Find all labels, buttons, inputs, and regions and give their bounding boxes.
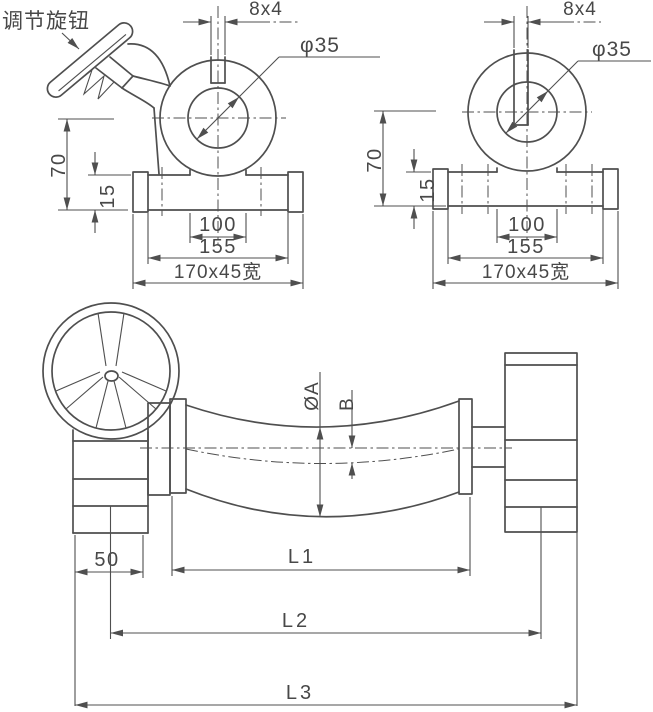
dim-base-right: 170x45宽 bbox=[482, 261, 570, 283]
front-view-bearing bbox=[432, 6, 619, 242]
dim-bore-right: φ35 bbox=[592, 38, 632, 61]
dim-bore-left: φ35 bbox=[300, 34, 340, 57]
dim-l3: L3 bbox=[286, 682, 314, 704]
dim-100-right: 100 bbox=[508, 214, 546, 236]
adjust-knob-callout: 调节旋钮 bbox=[2, 10, 90, 50]
dim-keyway-right: 8x4 bbox=[563, 0, 597, 20]
dim-l2: L2 bbox=[282, 610, 310, 632]
side-view-with-handwheel bbox=[46, 6, 304, 244]
dim-center-height-left: 70 bbox=[48, 152, 70, 177]
dim-camber: B bbox=[337, 397, 358, 411]
dim-center-height-right: 70 bbox=[364, 147, 386, 172]
assembly-dimensions: ØA B 50 L1 L2 L3 bbox=[74, 372, 578, 709]
dim-100-left: 100 bbox=[199, 214, 237, 236]
dim-l1: L1 bbox=[288, 546, 316, 568]
assembly-view bbox=[42, 302, 578, 534]
dim-base-left: 170x45宽 bbox=[174, 261, 262, 283]
dim-155-left: 155 bbox=[199, 236, 237, 258]
dim-keyway-left: 8x4 bbox=[249, 0, 283, 20]
dim-50: 50 bbox=[94, 549, 119, 571]
dim-roller-diameter: ØA bbox=[302, 381, 323, 410]
dim-base-thickness-right: 15 bbox=[417, 177, 439, 202]
dim-base-thickness-left: 15 bbox=[97, 183, 119, 208]
label-adjust-knob: 调节旋钮 bbox=[2, 10, 90, 33]
front-view-dimensions: 8x4 φ35 70 15 100 155 170x45宽 bbox=[364, 0, 651, 289]
side-view-dimensions: 8x4 φ35 70 15 100 155 170x45宽 bbox=[48, 0, 380, 289]
dim-155-right: 155 bbox=[507, 236, 545, 258]
